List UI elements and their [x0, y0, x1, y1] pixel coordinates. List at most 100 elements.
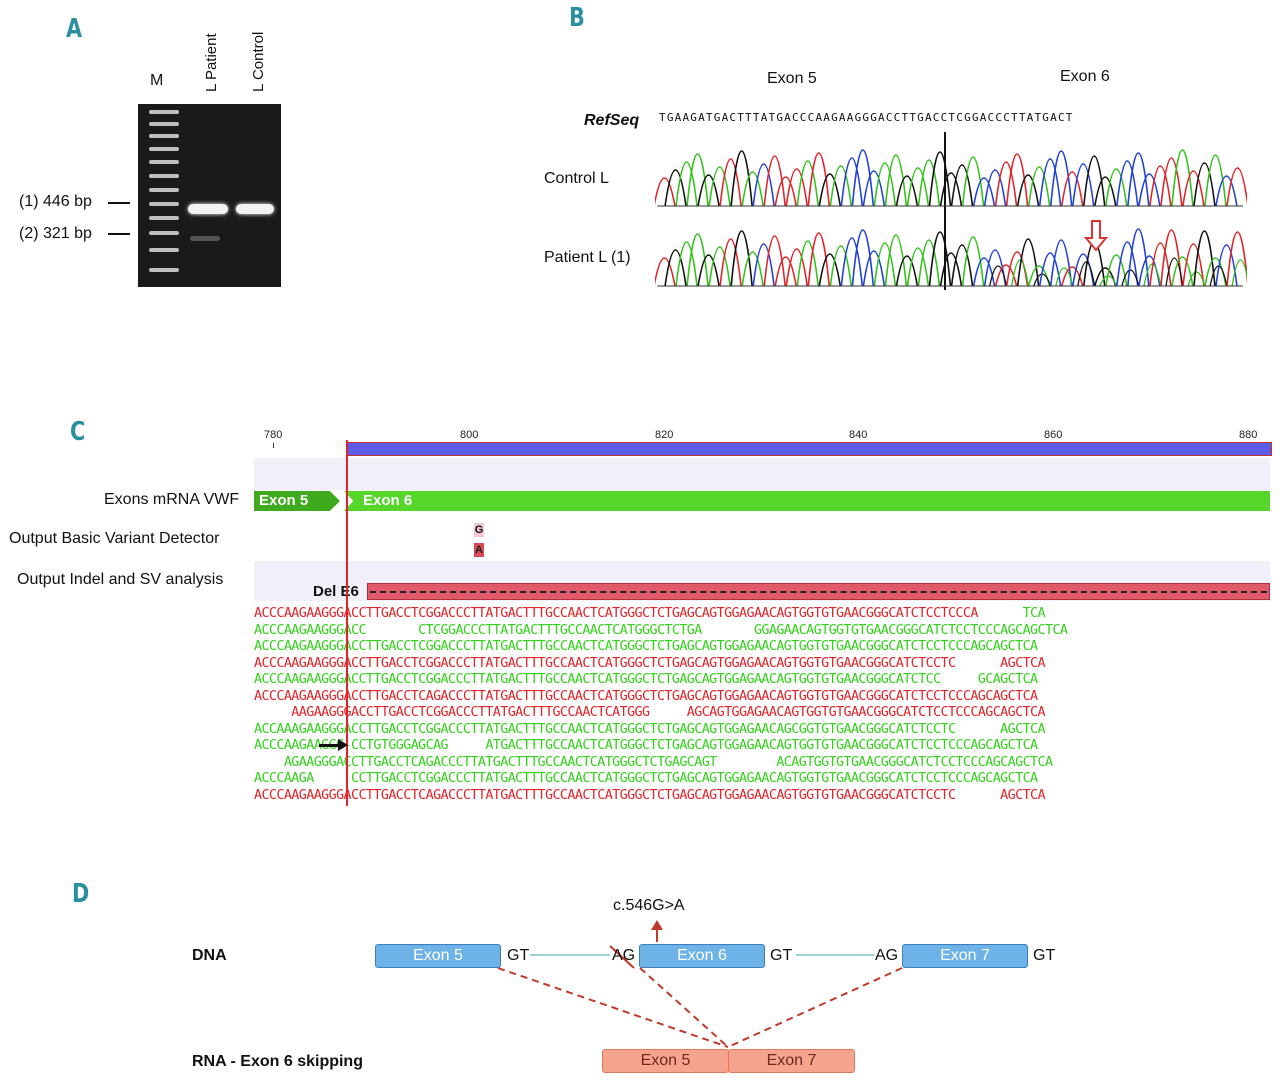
dna-exon7: Exon 7 — [902, 944, 1028, 968]
trace-peak — [730, 230, 753, 287]
trace-peak — [972, 177, 996, 207]
trace-peak — [873, 242, 897, 287]
patient-band-446 — [188, 204, 228, 214]
trace-secondary-peak — [1121, 269, 1140, 287]
trace-peak — [1038, 158, 1062, 207]
variant-ref-base: G — [474, 523, 484, 537]
trace-peak — [796, 240, 820, 287]
trace-peak — [1094, 176, 1117, 207]
trace-peak — [774, 176, 797, 207]
trace-peak — [895, 255, 919, 287]
trace-secondary-peak — [989, 265, 1008, 287]
trace-peak — [1171, 256, 1194, 287]
trace-secondary-peak — [1231, 259, 1247, 287]
trace-peak — [994, 264, 1018, 287]
trace-peak — [1060, 171, 1084, 207]
trace-peak — [928, 151, 952, 207]
exon6-track-bar — [344, 491, 1270, 511]
patient-band-321 — [190, 236, 220, 241]
trace-peak — [917, 239, 941, 287]
trace-peak — [655, 177, 676, 207]
trace-peak — [1127, 152, 1150, 207]
marker-label: M — [150, 72, 164, 89]
trace-peak — [763, 155, 786, 207]
trace-peak — [708, 246, 731, 287]
trace-peak — [686, 233, 709, 287]
trace-peak — [1105, 168, 1128, 207]
read-row: ACCCAAGAAGGGACC CTCGGACCCTTATGACTTTGCCAA… — [254, 622, 1068, 638]
trace-peak — [1182, 243, 1205, 287]
tick-820: 820 — [655, 429, 674, 441]
trace-peak — [1226, 231, 1247, 287]
exon-junction-line — [346, 440, 348, 806]
trace-peak — [829, 245, 853, 287]
trace-peak — [686, 153, 709, 207]
patient-trace — [655, 228, 1247, 287]
trace-peak — [950, 244, 974, 287]
refseq-sequence: TGAAGATGACTTTATGACCCAAGAAGGGACCTTGACCTCG… — [659, 111, 1074, 124]
trace-peak — [675, 241, 698, 287]
trace-peak — [664, 169, 687, 207]
dna-exon5: Exon 5 — [375, 944, 501, 968]
trace-peak — [1226, 167, 1247, 207]
trace-peak — [1215, 175, 1238, 207]
trace-peak — [1127, 228, 1150, 287]
trace-peak — [1116, 160, 1139, 207]
track-label-variant: Output Basic Variant Detector — [9, 530, 220, 547]
exon5-header: Exon 5 — [767, 70, 817, 87]
panel-label-a: A — [66, 14, 83, 44]
trace-peak — [818, 253, 842, 287]
trace-peak — [1193, 230, 1216, 287]
exon6-track-label: Exon 6 — [363, 492, 413, 509]
trace-secondary-peak — [1055, 267, 1074, 287]
panel-label-b: B — [569, 3, 585, 33]
trace-peak — [763, 235, 786, 287]
trace-secondary-peak — [1011, 259, 1030, 287]
trace-peak — [939, 252, 963, 287]
trace-peak — [1116, 241, 1139, 287]
trace-peak — [774, 256, 797, 287]
trace-peak — [895, 175, 919, 207]
tick-840: 840 — [849, 429, 868, 441]
dna-ag-2: AG — [875, 947, 899, 964]
trace-peak — [697, 254, 720, 287]
trace-peak — [983, 169, 1007, 207]
trace-peak — [807, 152, 831, 207]
trace-peak — [1182, 170, 1205, 207]
trace-peak — [785, 168, 808, 207]
read-row: ACCCAAGAAGGGACCTTGACCTCGGACCCTTATGACTTTG… — [254, 606, 1046, 621]
deletion-bar — [367, 583, 1270, 600]
trace-peak — [829, 165, 853, 207]
trace-peak — [906, 167, 930, 207]
rna-exon7: Exon 7 — [728, 1049, 855, 1073]
trace-peak — [917, 159, 941, 207]
trace-peak — [1071, 253, 1095, 287]
trace-peak — [884, 154, 908, 207]
trace-peak — [851, 229, 875, 287]
trace-peak — [1105, 254, 1128, 287]
trace-peak — [928, 231, 952, 287]
dna-label: DNA — [192, 947, 227, 964]
trace-peak — [961, 156, 985, 207]
dna-exon6: Exon 6 — [639, 944, 765, 968]
track-label-exons: Exons mRNA VWF — [104, 491, 240, 508]
band-label-446: (1) 446 bp — [19, 193, 92, 210]
read-row: ACCCAAGAAGGGACCTTGACCTCGGACCCTTATGACTTTG… — [254, 639, 1038, 654]
rna-label: RNA - Exon 6 skipping — [192, 1053, 363, 1070]
trace-peak — [840, 237, 864, 287]
exon5-track-label: Exon 5 — [259, 492, 309, 509]
trace-peak — [1171, 149, 1194, 207]
trace-peak — [1038, 252, 1062, 287]
band-label-321: (2) 321 bp — [19, 225, 92, 242]
read-row: ACCCAAGA CCTTGACCTCGGACCCTTATGACTTTGCCAA… — [254, 771, 1038, 786]
tick-860: 860 — [1044, 429, 1063, 441]
trace-peak — [1060, 266, 1084, 287]
tick-800: 800 — [460, 429, 479, 441]
read-row: ACCCAAGAAGGGACCTTGACCTCGGACCCTTATGACTTTG… — [254, 655, 1046, 671]
control-band-446 — [236, 204, 274, 214]
trace-peak — [1005, 153, 1029, 207]
panel-label-d: D — [72, 879, 90, 909]
trace-peak — [719, 158, 742, 207]
trace-secondary-peak — [1077, 261, 1096, 287]
read-row: ACCCAAGAAGGGACCTTGACCTCGGACCCTTATGACTTTG… — [254, 672, 1038, 687]
